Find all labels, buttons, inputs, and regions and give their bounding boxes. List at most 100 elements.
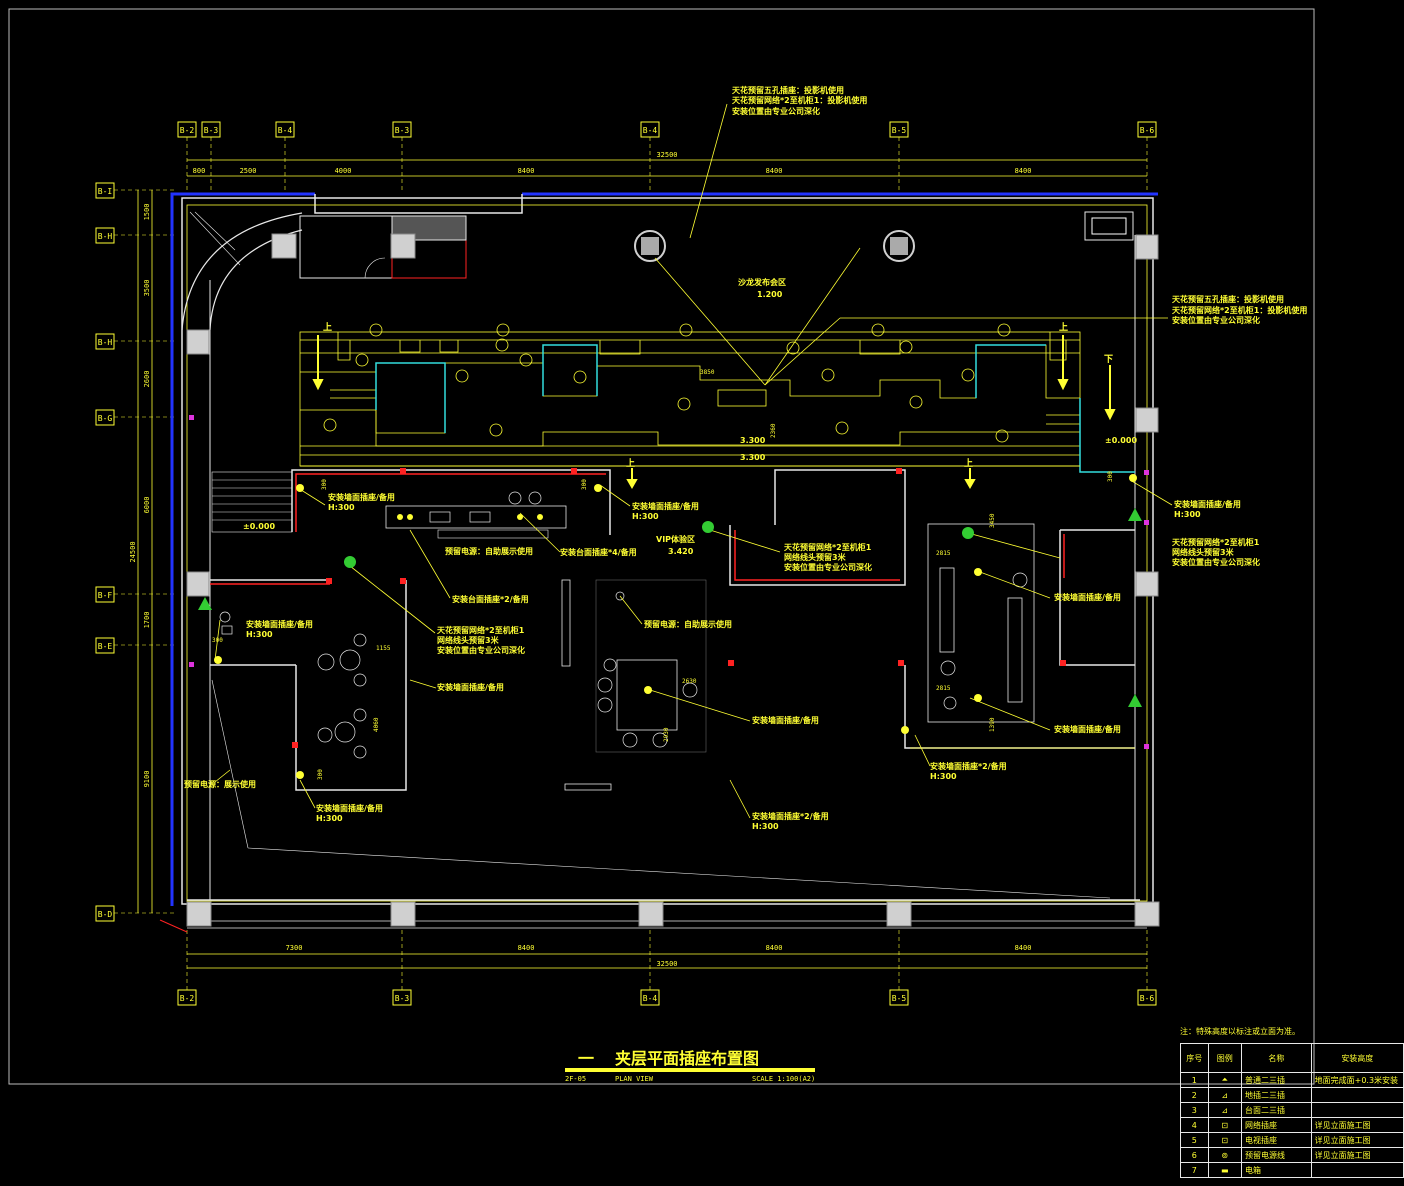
socket-icon: ⏶: [1207, 1072, 1243, 1088]
note: 天花预留网络*2至机柜1: [784, 542, 872, 552]
stair-up-label: 上: [626, 457, 635, 469]
dim-left: 1500: [143, 204, 151, 221]
stair-down-label: 下: [1104, 354, 1113, 365]
grid-bubble-top: B-4: [275, 121, 295, 138]
grid-bubble-left: B-G: [95, 409, 115, 426]
view-label: PLAN VIEW: [615, 1075, 653, 1083]
small-dim: 1155: [376, 645, 391, 652]
area-label: VIP体验区: [656, 534, 695, 544]
partitions: [210, 469, 1135, 791]
grid-bubble-bottom: B-4: [640, 989, 660, 1006]
network-socket-icon: ⊡: [1207, 1117, 1243, 1133]
area-label: 沙龙发布会区: [738, 277, 786, 287]
svg-text:B-3: B-3: [395, 126, 410, 135]
legend-row: 4⊡网络插座详见立面施工图: [1180, 1117, 1404, 1133]
note: 预留电源：自助展示使用: [445, 546, 533, 556]
legend-height: 详见立面施工图: [1310, 1132, 1404, 1148]
grid-bubble-left: B-H: [95, 333, 115, 350]
note: 安装墙面插座/备用: [752, 715, 819, 725]
note: 天花预留网络*2至机柜1：投影机使用: [1172, 305, 1307, 315]
legend-no: 1: [1180, 1072, 1209, 1088]
structural-columns: [186, 233, 1160, 927]
legend-height: 详见立面施工图: [1310, 1117, 1404, 1133]
note: 天花预留五孔插座：投影机使用: [1172, 294, 1284, 304]
tv-socket-icon: ⊡: [1207, 1132, 1243, 1148]
level-label: ±0.000: [1105, 436, 1137, 445]
svg-text:B-G: B-G: [98, 414, 113, 423]
legend-header: 序号: [1180, 1043, 1209, 1073]
note: 安装位置由专业公司深化: [732, 106, 820, 116]
stair-up-label: 上: [1059, 321, 1068, 333]
dim-top: 8400: [518, 167, 535, 175]
grid-bubble-bottom: B-6: [1137, 989, 1157, 1006]
note: 安装墙面插座/备用: [246, 619, 313, 629]
stepped-seating: [299, 323, 1081, 467]
small-dim: 3450: [989, 513, 996, 528]
small-dim: 300: [212, 637, 223, 644]
level-label: 3.420: [668, 547, 694, 556]
small-dim: 2930: [663, 727, 670, 742]
dim-top: 8400: [766, 167, 783, 175]
svg-text:B-I: B-I: [98, 187, 113, 196]
floor-socket-icon: ⊿: [1207, 1087, 1243, 1103]
small-dim: 300: [321, 479, 328, 490]
dim-top: 2500: [240, 167, 257, 175]
dim-top-total: 32500: [656, 151, 677, 159]
level-label: 1.200: [757, 290, 783, 299]
svg-text:B-E: B-E: [98, 642, 113, 651]
leader-lines: [214, 103, 1173, 819]
legend-header: 安装高度: [1310, 1043, 1404, 1073]
legend-height: 详见立面施工图: [1310, 1147, 1404, 1163]
stage-edge: [375, 344, 1135, 473]
small-dim: 2815: [936, 550, 951, 557]
grid-bubble-left: B-H: [95, 227, 115, 244]
svg-text:B-3: B-3: [204, 126, 219, 135]
legend-header: 图例: [1207, 1043, 1243, 1073]
junction-markers: [189, 415, 1149, 749]
legend-name: 预留电源线: [1241, 1147, 1312, 1163]
note: 安装墙面插座/备用: [316, 803, 383, 813]
note: 安装墙面插座/备用: [328, 492, 395, 502]
top-rooms: [299, 211, 1134, 279]
dim-left: 3500: [143, 280, 151, 297]
legend-row: 1⏶普通二三插地面完成面+0.3米安装: [1180, 1072, 1404, 1088]
legend-no: 7: [1180, 1162, 1209, 1178]
furniture: [219, 491, 1028, 759]
dim-bottom: 8400: [518, 944, 535, 952]
drawing-note: 注：特殊高度以标注或立面为准。: [1180, 1027, 1300, 1036]
note: 安装墙面插座/备用: [1054, 592, 1121, 602]
note: 预留电源：展示使用: [184, 779, 256, 789]
legend-row: 7▬电箱: [1180, 1162, 1404, 1178]
svg-text:B-3: B-3: [395, 994, 410, 1003]
note: H:300: [328, 503, 355, 512]
dim-left: 1700: [143, 612, 151, 629]
ceiling-projectors: [634, 230, 915, 262]
grid-bubble-top: B-3: [392, 121, 412, 138]
note: 天花预留网络*2至机柜1：投影机使用: [732, 95, 867, 105]
note: 网络线头预留3米: [437, 635, 500, 645]
small-dim: 300: [1107, 471, 1114, 482]
dim-bottom-total: 32500: [656, 960, 677, 968]
legend-name: 台面二三插: [1241, 1102, 1312, 1118]
legend-no: 2: [1180, 1087, 1209, 1103]
note: 安装墙面插座/备用: [1054, 724, 1121, 734]
grid-bubble-bottom: B-5: [889, 989, 909, 1006]
dim-bottom: 7300: [286, 944, 303, 952]
note: 天花预留网络*2至机柜1: [1172, 537, 1260, 547]
exterior-walls: [159, 192, 1158, 933]
small-dim: 4060: [373, 717, 380, 732]
note: 安装墙面插座/备用: [1174, 499, 1241, 509]
grid-bubble-top: B-5: [889, 121, 909, 138]
svg-text:B-H: B-H: [98, 232, 113, 241]
legend-row: 2⊿地插二三插: [1180, 1087, 1404, 1103]
level-label: ±0.000: [243, 522, 275, 531]
legend-name: 普通二三插: [1241, 1072, 1312, 1088]
grid-bubble-top: B-2: [177, 121, 197, 138]
dim-left: 2600: [143, 371, 151, 388]
dim-top: 4000: [335, 167, 352, 175]
grid-bubble-bottom: B-3: [392, 989, 412, 1006]
small-dim: 2360: [770, 423, 777, 438]
drawing-frame: [8, 8, 1315, 1085]
